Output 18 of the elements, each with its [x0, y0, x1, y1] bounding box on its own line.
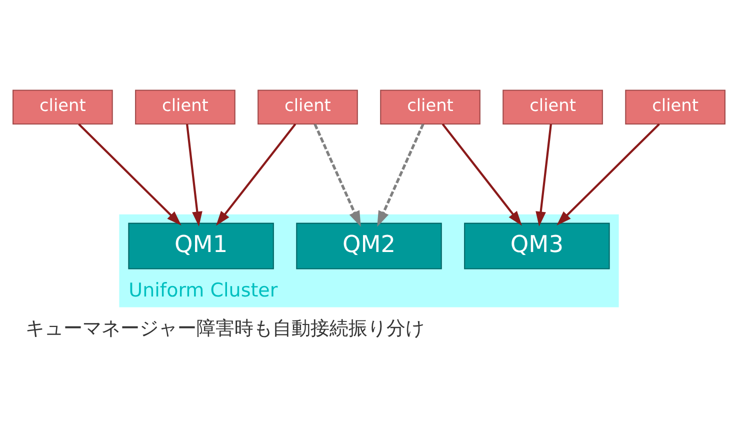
- node-box: client: [625, 90, 726, 125]
- arrow: [377, 124, 424, 227]
- arrow: [536, 124, 552, 226]
- node-box: client: [135, 90, 236, 125]
- node-box: client: [258, 90, 358, 125]
- arrow: [314, 124, 361, 227]
- node-box: QM1: [128, 222, 274, 270]
- arrow: [216, 124, 296, 226]
- caption: キューマネージャー障害時も自動接続振り分け: [25, 318, 424, 340]
- arrow: [78, 123, 182, 226]
- node-box: QM2: [296, 222, 442, 270]
- node-box: QM3: [464, 222, 610, 270]
- node-box: client: [12, 90, 113, 125]
- node-box: client: [380, 90, 480, 125]
- arrow: [556, 123, 660, 226]
- node-box: client: [502, 90, 603, 125]
- arrow: [186, 124, 202, 226]
- arrow: [442, 124, 522, 226]
